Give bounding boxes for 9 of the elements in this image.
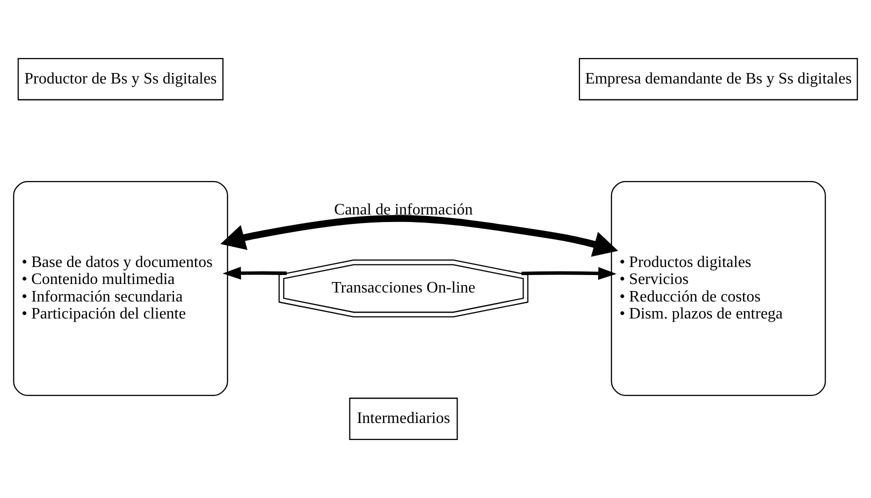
node-box: • Productos digitales • Servicios • Reducción de costos • Dism. plazos de entrega (610, 180, 826, 396)
arrow (521, 266, 617, 280)
edge-label: Canal de información (334, 201, 473, 218)
node-box: Empresa demandante de Bs y Ss digitales (578, 58, 858, 100)
arrow (220, 215, 618, 257)
node-box: Intermediarios (349, 398, 458, 440)
arrow (222, 266, 287, 280)
node-box: Productor de Bs y Ss digitales (18, 58, 224, 100)
node-box: • Base de datos y documentos • Contenido multimedia • Información secundaria • Participación del cliente (13, 180, 228, 396)
